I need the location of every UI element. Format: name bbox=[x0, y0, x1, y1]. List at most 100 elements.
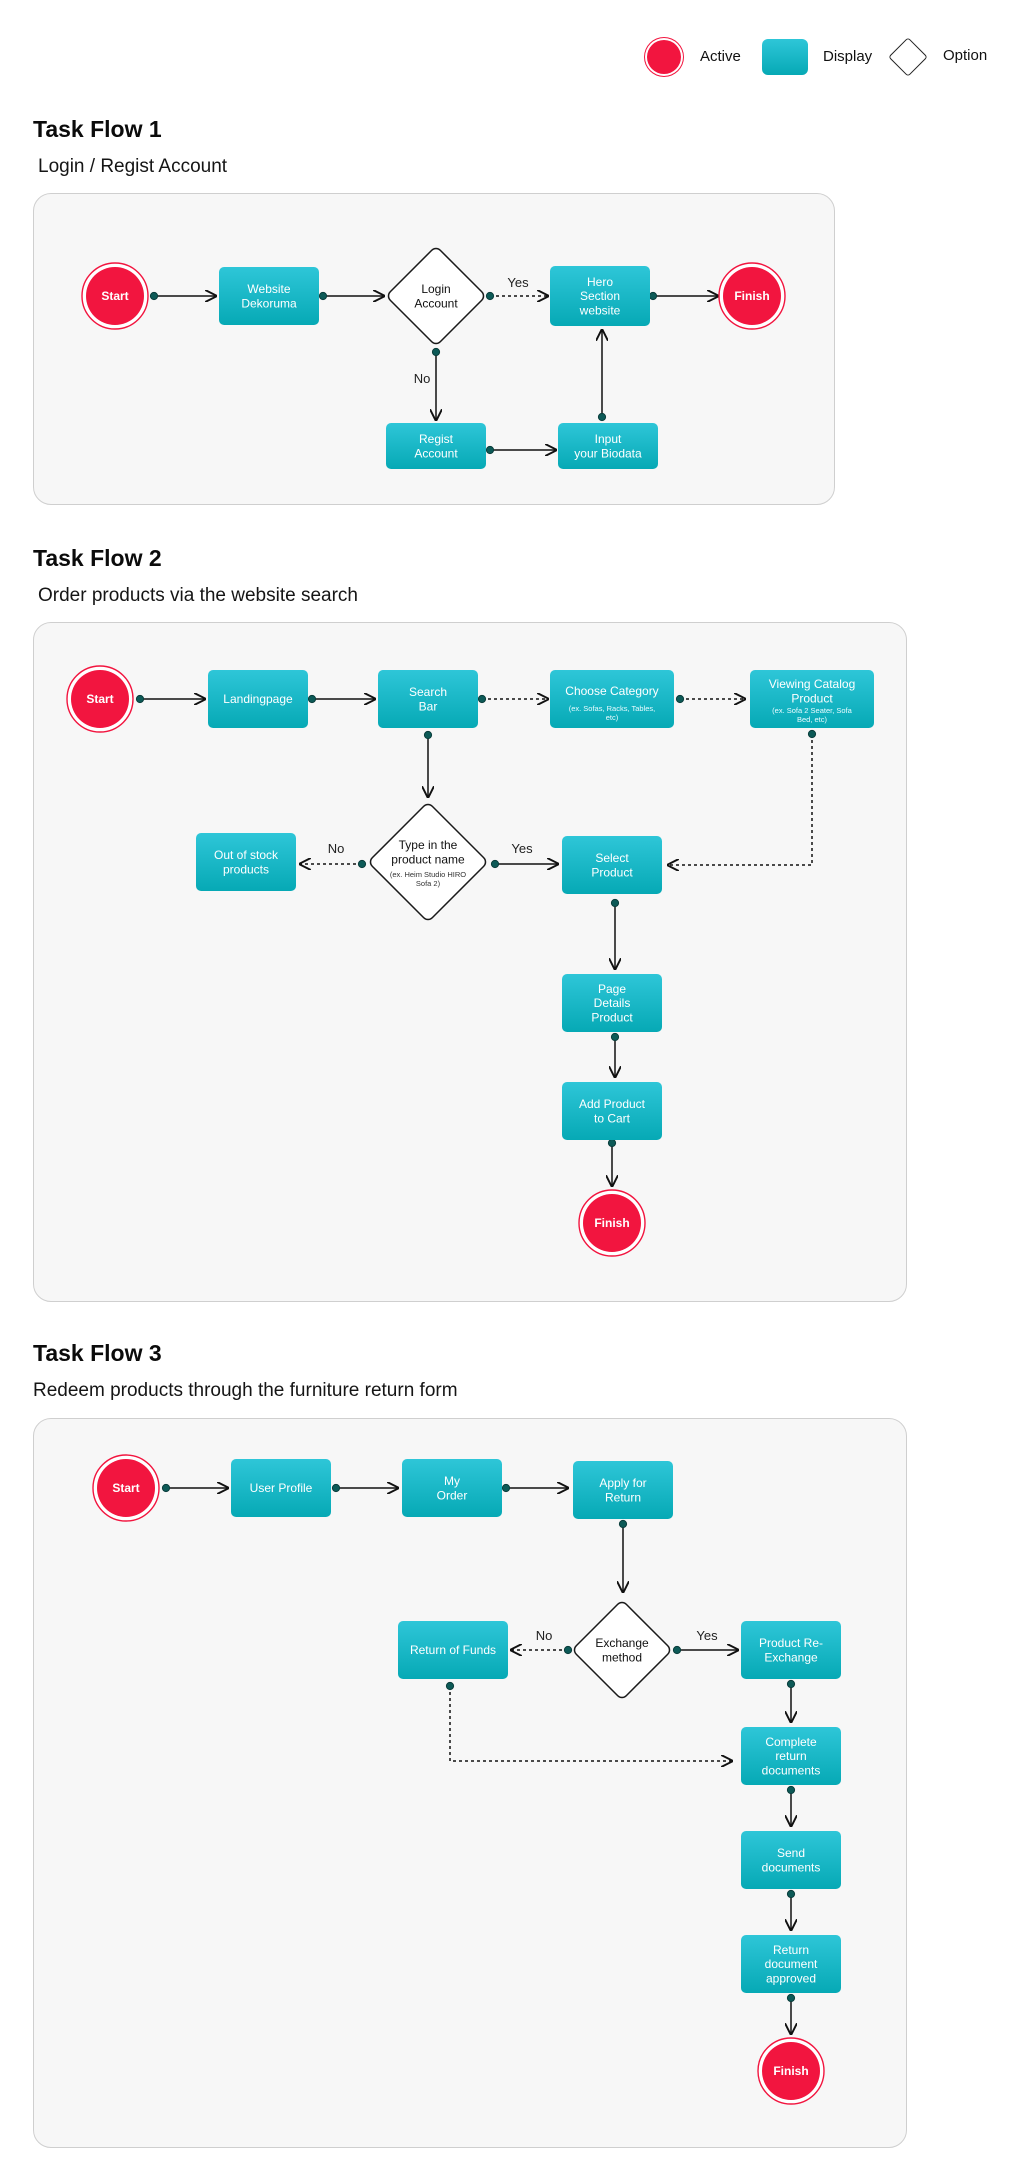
connector-dot bbox=[318, 291, 328, 301]
connector-dot bbox=[610, 898, 620, 908]
flow2-edge-details-cart bbox=[610, 1032, 620, 1077]
node-label: Start bbox=[112, 1481, 139, 1495]
flow3-node-funds: Return of Funds bbox=[398, 1621, 508, 1679]
flow2-node-category: Choose Category(ex. Sofas, Racks, Tables… bbox=[550, 670, 674, 728]
display-node-box bbox=[378, 670, 478, 728]
flow3-edge-order-apply bbox=[501, 1483, 568, 1493]
flow3-edge-reexchange-complete bbox=[787, 1679, 794, 1722]
display-node-box bbox=[562, 836, 662, 894]
active-node-circle bbox=[762, 2042, 820, 2100]
node-label: Choose Category bbox=[565, 684, 658, 698]
node-label: Product Re- bbox=[759, 1636, 823, 1650]
legend-active-label: Active bbox=[700, 48, 741, 65]
node-label: Bar bbox=[419, 699, 438, 713]
connector-line bbox=[449, 1686, 732, 1761]
node-note: Sofa 2) bbox=[416, 879, 441, 888]
node-label: Account bbox=[414, 296, 458, 310]
display-node-box bbox=[741, 1831, 841, 1889]
node-label: Return bbox=[773, 1943, 809, 1957]
flow2-edge-catalog-select bbox=[668, 729, 817, 865]
flow3-edge-approved-finish bbox=[787, 1993, 794, 2034]
edge-label-no: No bbox=[328, 841, 345, 856]
active-node-circle bbox=[97, 1459, 155, 1517]
connector-dot bbox=[307, 694, 317, 704]
option-node-diamond bbox=[369, 803, 487, 921]
node-label: Return of Funds bbox=[410, 1643, 496, 1657]
flow2-edge-cart-finish bbox=[607, 1138, 617, 1186]
connector-dot bbox=[610, 1032, 620, 1042]
flow3-edge-send-approved bbox=[786, 1889, 796, 1930]
node-note: (ex. Heim Studio HIRO bbox=[390, 870, 466, 879]
node-label: Input bbox=[595, 432, 622, 446]
node-label: Finish bbox=[734, 289, 769, 303]
legend-active-swatch bbox=[647, 40, 681, 74]
node-label: Out of stock bbox=[214, 848, 279, 862]
node-label: document bbox=[765, 1957, 818, 1971]
connector-dot bbox=[431, 347, 441, 357]
flow3-edge-start-profile bbox=[161, 1484, 228, 1491]
flow2-node-start: Start bbox=[66, 665, 134, 733]
display-node-box bbox=[741, 1621, 841, 1679]
node-label: Send bbox=[777, 1846, 805, 1860]
node-label: your Biodata bbox=[574, 446, 642, 460]
connector-dot bbox=[490, 859, 500, 869]
flow2-node-finish: Finish bbox=[578, 1189, 646, 1257]
display-node-box bbox=[550, 670, 674, 728]
node-label: Exchange bbox=[595, 1636, 649, 1650]
node-label: approved bbox=[766, 1971, 816, 1985]
legend-display-swatch bbox=[762, 39, 808, 75]
node-label: Select bbox=[595, 851, 629, 865]
node-label: Page bbox=[598, 982, 626, 996]
node-label: Product bbox=[591, 1010, 633, 1024]
active-node-circle bbox=[583, 1194, 641, 1252]
display-node-box bbox=[208, 670, 308, 728]
flow1-edge-regist-biodata bbox=[485, 446, 556, 453]
flow1-edge-login-regist: No bbox=[414, 347, 441, 420]
node-label: products bbox=[223, 862, 269, 876]
flow1-edge-biodata-hero bbox=[598, 330, 605, 422]
flow3-subtitle: Redeem products through the furniture re… bbox=[33, 1380, 458, 1401]
flow1-node-start: Start bbox=[81, 262, 149, 330]
display-node-box bbox=[398, 1621, 508, 1679]
flow2-edge-category-catalog bbox=[675, 695, 745, 702]
edge-label-yes: Yes bbox=[511, 841, 533, 856]
node-label: Exchange bbox=[764, 1650, 818, 1664]
connector-dot bbox=[786, 1889, 796, 1899]
flow2-edge-search-category bbox=[477, 695, 548, 702]
node-label: Website bbox=[247, 282, 290, 296]
node-label: My bbox=[444, 1474, 460, 1488]
flow2-subtitle: Order products via the website search bbox=[38, 585, 358, 606]
display-node-box bbox=[550, 266, 650, 326]
display-node-box bbox=[231, 1459, 331, 1517]
active-node-circle bbox=[71, 670, 129, 728]
node-label: Complete bbox=[765, 1735, 817, 1749]
connector-dot bbox=[786, 1785, 796, 1795]
flow1-edge-hero-finish bbox=[648, 292, 718, 299]
display-node-box bbox=[562, 974, 662, 1032]
node-label: documents bbox=[762, 1763, 821, 1777]
display-node-box bbox=[741, 1935, 841, 1993]
node-label: Finish bbox=[773, 2064, 808, 2078]
node-label: website bbox=[579, 303, 621, 317]
connector-dot bbox=[607, 1138, 617, 1148]
node-label: Account bbox=[414, 446, 458, 460]
flow2-title: Task Flow 2 bbox=[33, 545, 162, 571]
flow3-edge-exchange-reexchange: Yes bbox=[672, 1628, 738, 1654]
node-label: Start bbox=[101, 289, 128, 303]
node-label: documents bbox=[762, 1860, 821, 1874]
connector-dot bbox=[501, 1483, 511, 1493]
flow3-edge-exchange-funds: No bbox=[511, 1628, 573, 1654]
node-label: return bbox=[775, 1749, 806, 1763]
node-note: etc) bbox=[606, 713, 619, 722]
node-label: Product bbox=[791, 691, 833, 705]
flow2-edge-start-landing bbox=[135, 695, 205, 702]
